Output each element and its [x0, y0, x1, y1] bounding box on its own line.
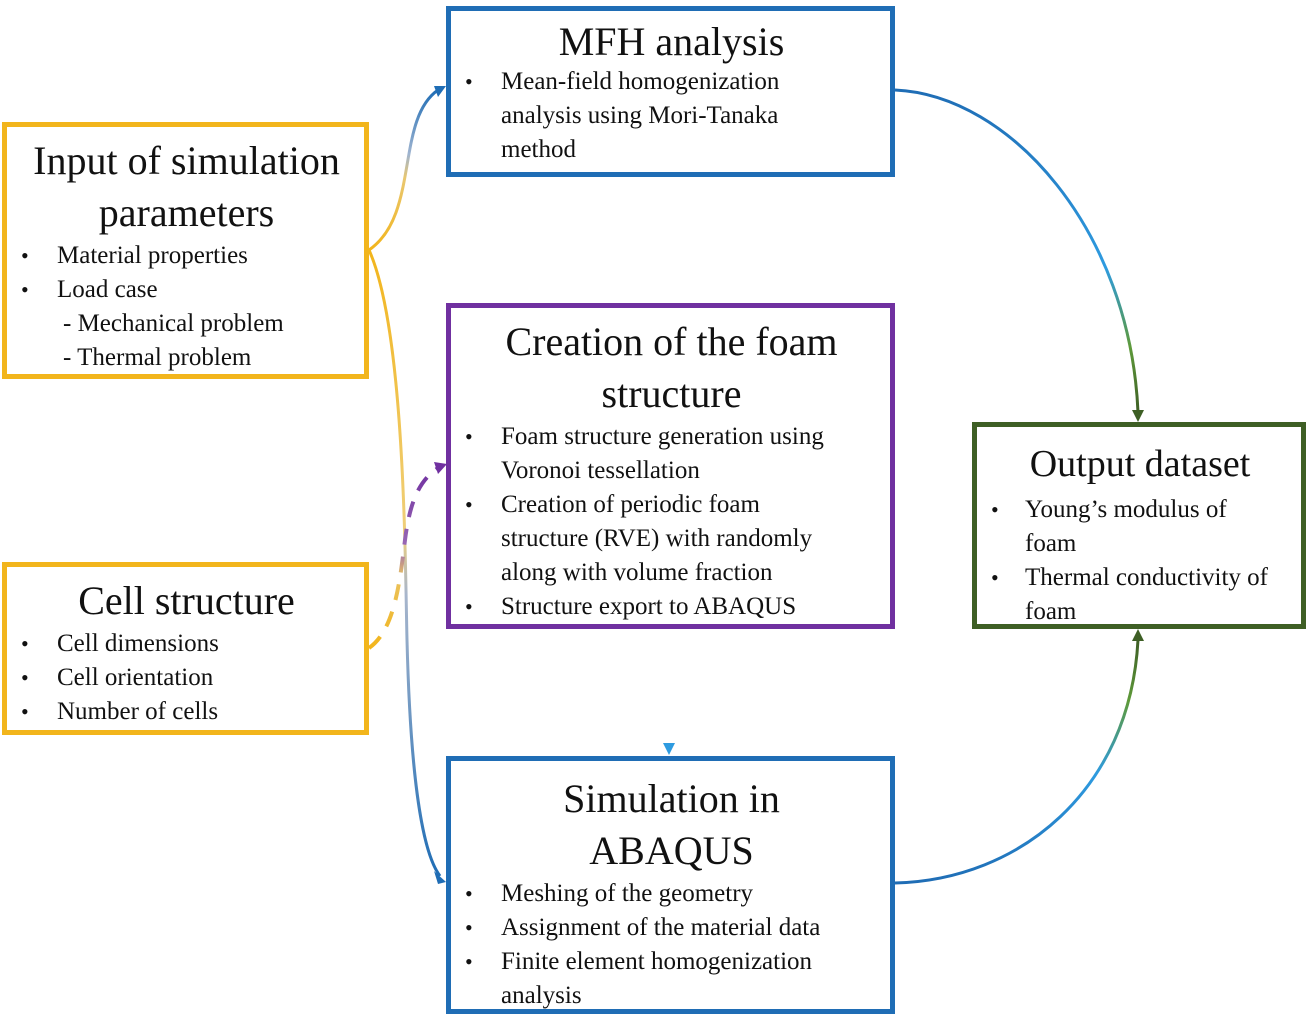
node-bullet-list: Foam structure generation using Voronoi … [457, 420, 877, 624]
node-cell-structure: Cell structure Cell dimensions Cell orie… [2, 562, 369, 735]
edge-input-to-simulation [367, 249, 442, 877]
node-bullet-list: Meshing of the geometry Assignment of th… [457, 877, 877, 1013]
arrowhead-simulation-icon [434, 871, 446, 884]
list-item: Thermal conductivity of foam [983, 561, 1273, 629]
arrowhead-output-bottom-icon [1132, 629, 1144, 641]
list-item: Foam structure generation using Voronoi … [457, 420, 877, 488]
edge-simulation-to-output [894, 639, 1140, 885]
title-line: Creation of the foam [505, 319, 838, 364]
node-title: MFH analysis [558, 19, 785, 64]
title-line: Input of simulation [33, 138, 340, 183]
list-item: Material properties [13, 239, 360, 273]
title-line: ABAQUS [589, 828, 754, 873]
arrowhead-creation-icon [434, 462, 447, 474]
list-item: Finite element homogenization analysis [457, 945, 877, 1013]
list-item: Young’s modulus of foam [983, 493, 1273, 561]
list-item: Meshing of the geometry [457, 877, 877, 911]
node-output-dataset: Output dataset Young’s modulus of foam T… [972, 422, 1306, 629]
node-mfh-analysis: MFH analysis Mean-field homogenization a… [446, 6, 895, 177]
edge-cell-to-creation [367, 466, 440, 650]
list-item: Load case [13, 273, 360, 307]
node-bullet-list: Material properties Load case - Mechanic… [13, 239, 360, 375]
edge-input-to-mfh [368, 88, 439, 252]
arrowhead-creation-simulation-icon [663, 743, 675, 755]
node-title: Simulation in ABAQUS [457, 773, 886, 877]
list-item: Cell dimensions [13, 627, 360, 661]
node-title: Cell structure [78, 578, 295, 623]
list-item: Mean-field homogenization analysis using… [457, 65, 787, 167]
list-item: Creation of periodic foam structure (RVE… [457, 488, 877, 590]
list-item: Structure export to ABAQUS [457, 590, 877, 624]
list-item: Number of cells [13, 695, 360, 729]
node-bullet-list: Cell dimensions Cell orientation Number … [13, 627, 360, 729]
list-subitem: - Thermal problem [63, 344, 252, 371]
node-input-parameters: Input of simulation parameters Material … [2, 122, 369, 379]
list-item: Assignment of the material data [457, 911, 877, 945]
title-line: structure [601, 371, 742, 416]
node-title: Input of simulation parameters [13, 135, 360, 239]
list-item: Cell orientation [13, 661, 360, 695]
title-line: parameters [98, 190, 275, 235]
node-title: Output dataset [1029, 443, 1251, 485]
node-simulation-abaqus: Simulation in ABAQUS Meshing of the geom… [446, 756, 895, 1014]
node-bullet-list: Young’s modulus of foam Thermal conducti… [983, 493, 1273, 629]
edge-mfh-to-output [894, 88, 1140, 413]
title-line: Simulation in [563, 776, 780, 821]
node-bullet-list: Mean-field homogenization analysis using… [457, 65, 787, 167]
arrowhead-mfh-icon [434, 86, 446, 97]
node-foam-creation: Creation of the foam structure Foam stru… [446, 303, 895, 629]
node-title: Creation of the foam structure [457, 316, 886, 420]
arrowhead-output-top-icon [1132, 410, 1144, 422]
list-subitem: - Mechanical problem [63, 310, 284, 337]
